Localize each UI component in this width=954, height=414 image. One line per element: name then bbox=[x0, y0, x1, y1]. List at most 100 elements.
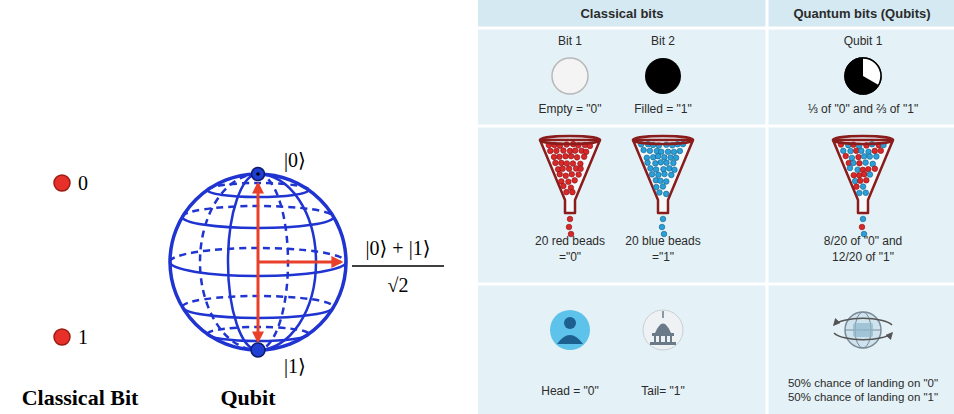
bead bbox=[862, 171, 868, 177]
bead bbox=[576, 172, 582, 178]
bead bbox=[864, 177, 870, 183]
bead bbox=[857, 190, 863, 196]
bead bbox=[570, 161, 576, 167]
bead bbox=[863, 160, 869, 166]
bead bbox=[848, 148, 854, 154]
bead bbox=[557, 171, 563, 177]
bead bbox=[872, 148, 878, 154]
bead bbox=[668, 155, 674, 161]
bead bbox=[653, 184, 659, 190]
classical-bit-dots bbox=[54, 175, 70, 345]
bead bbox=[553, 160, 559, 166]
bead bbox=[561, 148, 567, 154]
bead-funnels bbox=[540, 136, 893, 237]
figure-caption: Classical Bit bbox=[22, 385, 139, 411]
comparison-table bbox=[478, 0, 954, 414]
coin-tail-icon bbox=[643, 310, 683, 350]
column-label: Qubit 1 bbox=[844, 34, 883, 50]
bead bbox=[572, 148, 578, 154]
bead bbox=[672, 167, 678, 173]
bead bbox=[659, 224, 665, 230]
bead bbox=[878, 148, 884, 154]
spinning-coin-icon bbox=[834, 312, 892, 348]
column-label: Bit 2 bbox=[651, 34, 675, 50]
bead bbox=[669, 172, 675, 178]
ket-label: |1⟩ bbox=[284, 356, 306, 376]
bead bbox=[855, 167, 861, 173]
table-cell: Empty = "0" bbox=[539, 102, 602, 118]
bead bbox=[658, 160, 664, 166]
bead bbox=[662, 171, 668, 177]
bead bbox=[649, 172, 655, 178]
bead bbox=[569, 171, 575, 177]
bead bbox=[843, 153, 849, 159]
table-cell: 8/20 of "0" and 12/20 of "1" bbox=[813, 234, 913, 265]
bead bbox=[840, 148, 846, 154]
bead bbox=[578, 166, 584, 172]
bead bbox=[641, 147, 647, 153]
bead bbox=[563, 153, 569, 159]
bead bbox=[671, 149, 677, 155]
bead bbox=[856, 173, 862, 179]
bead bbox=[551, 154, 557, 160]
bead bbox=[859, 148, 865, 154]
bead bbox=[854, 184, 860, 190]
bead bbox=[867, 154, 873, 160]
bead bbox=[660, 216, 666, 222]
bead bbox=[647, 148, 653, 154]
bead bbox=[648, 166, 654, 172]
bead bbox=[653, 161, 659, 167]
table-cell: Head = "0" bbox=[541, 384, 599, 400]
bead bbox=[857, 160, 863, 166]
pole-dots bbox=[251, 168, 265, 358]
bead bbox=[568, 153, 574, 159]
figure-caption: Qubit bbox=[220, 385, 275, 411]
bit-value: 1 bbox=[78, 325, 88, 349]
bead bbox=[666, 166, 672, 172]
bead bbox=[566, 224, 572, 230]
bead bbox=[859, 224, 865, 230]
bead bbox=[561, 183, 567, 189]
bead bbox=[847, 165, 853, 171]
bead bbox=[567, 216, 573, 222]
ket-label: |0⟩ bbox=[284, 150, 306, 170]
bead bbox=[566, 179, 572, 185]
bead bbox=[665, 149, 671, 155]
bead bbox=[853, 148, 859, 154]
bead bbox=[861, 154, 867, 160]
table-cell: 20 red beads ="0" bbox=[531, 234, 609, 265]
bead bbox=[662, 155, 668, 161]
bead bbox=[851, 160, 857, 166]
bead bbox=[660, 184, 666, 190]
bloch-sphere bbox=[170, 174, 346, 350]
bead bbox=[860, 216, 866, 222]
bead bbox=[655, 153, 661, 159]
fraction-bar bbox=[352, 265, 444, 266]
bit-circles bbox=[552, 58, 881, 94]
bead bbox=[663, 179, 669, 185]
bead bbox=[677, 148, 683, 154]
bead bbox=[560, 166, 566, 172]
bead bbox=[656, 172, 662, 178]
bead bbox=[857, 178, 863, 184]
table-header: Quantum bits (Qubits) bbox=[793, 6, 930, 22]
bead bbox=[564, 161, 570, 167]
bead bbox=[872, 166, 878, 172]
column-label: Bit 1 bbox=[558, 34, 582, 50]
bead bbox=[663, 191, 669, 197]
state-vectors bbox=[258, 184, 341, 341]
bead bbox=[547, 148, 553, 154]
bead bbox=[867, 172, 873, 178]
bead bbox=[856, 154, 862, 160]
table-header: Classical bits bbox=[580, 6, 663, 22]
bead bbox=[572, 178, 578, 184]
table-cell: 50% chance of landing on "0" 50% chance … bbox=[781, 376, 946, 405]
bead bbox=[673, 155, 679, 161]
bead bbox=[664, 160, 670, 166]
bead bbox=[564, 189, 570, 195]
bead bbox=[658, 178, 664, 184]
table-cell: 20 blue beads ="1" bbox=[624, 234, 702, 265]
table-cell: Filled = "1" bbox=[634, 102, 692, 118]
bead bbox=[567, 148, 573, 154]
